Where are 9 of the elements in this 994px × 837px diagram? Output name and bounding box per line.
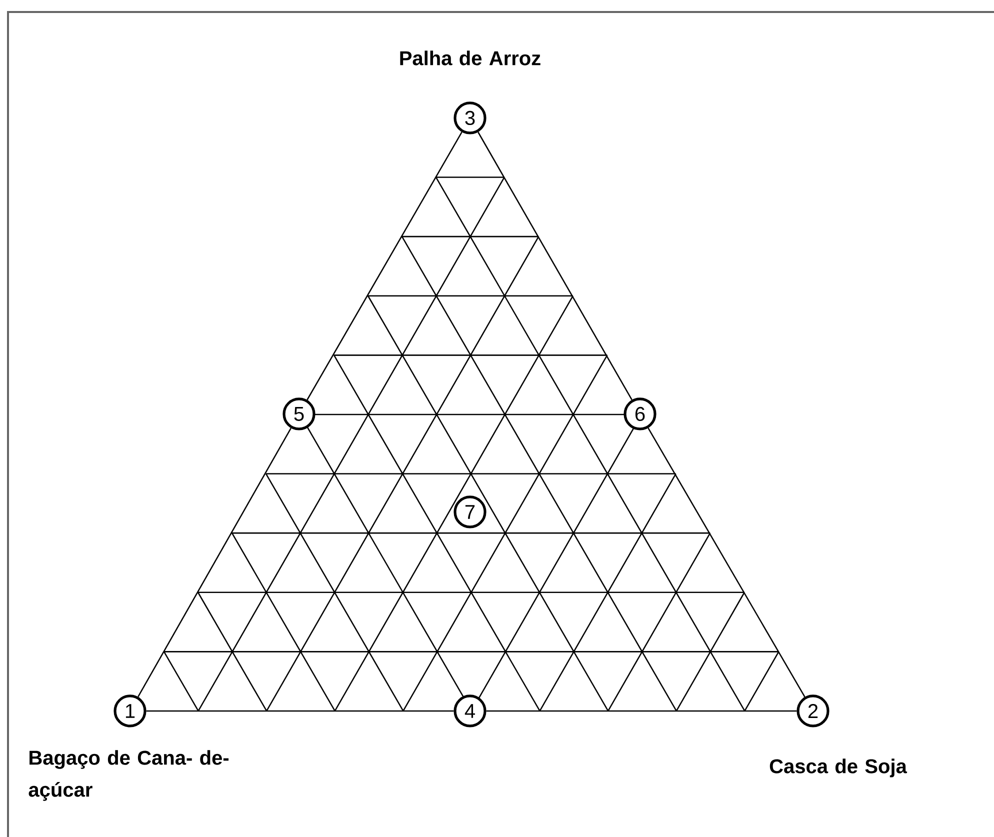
triangle-side <box>146 710 454 712</box>
corner-label: Casca de Soja <box>770 758 908 778</box>
triangle-side <box>306 132 462 400</box>
triangle-side <box>138 428 292 698</box>
corner-label: Palha de Arroz <box>400 50 540 66</box>
triangle-side <box>486 710 797 712</box>
triangle-side <box>478 132 632 400</box>
corner-label: Bagaço de Cana- de-açúcar <box>28 750 229 801</box>
triangle-side <box>648 428 806 698</box>
